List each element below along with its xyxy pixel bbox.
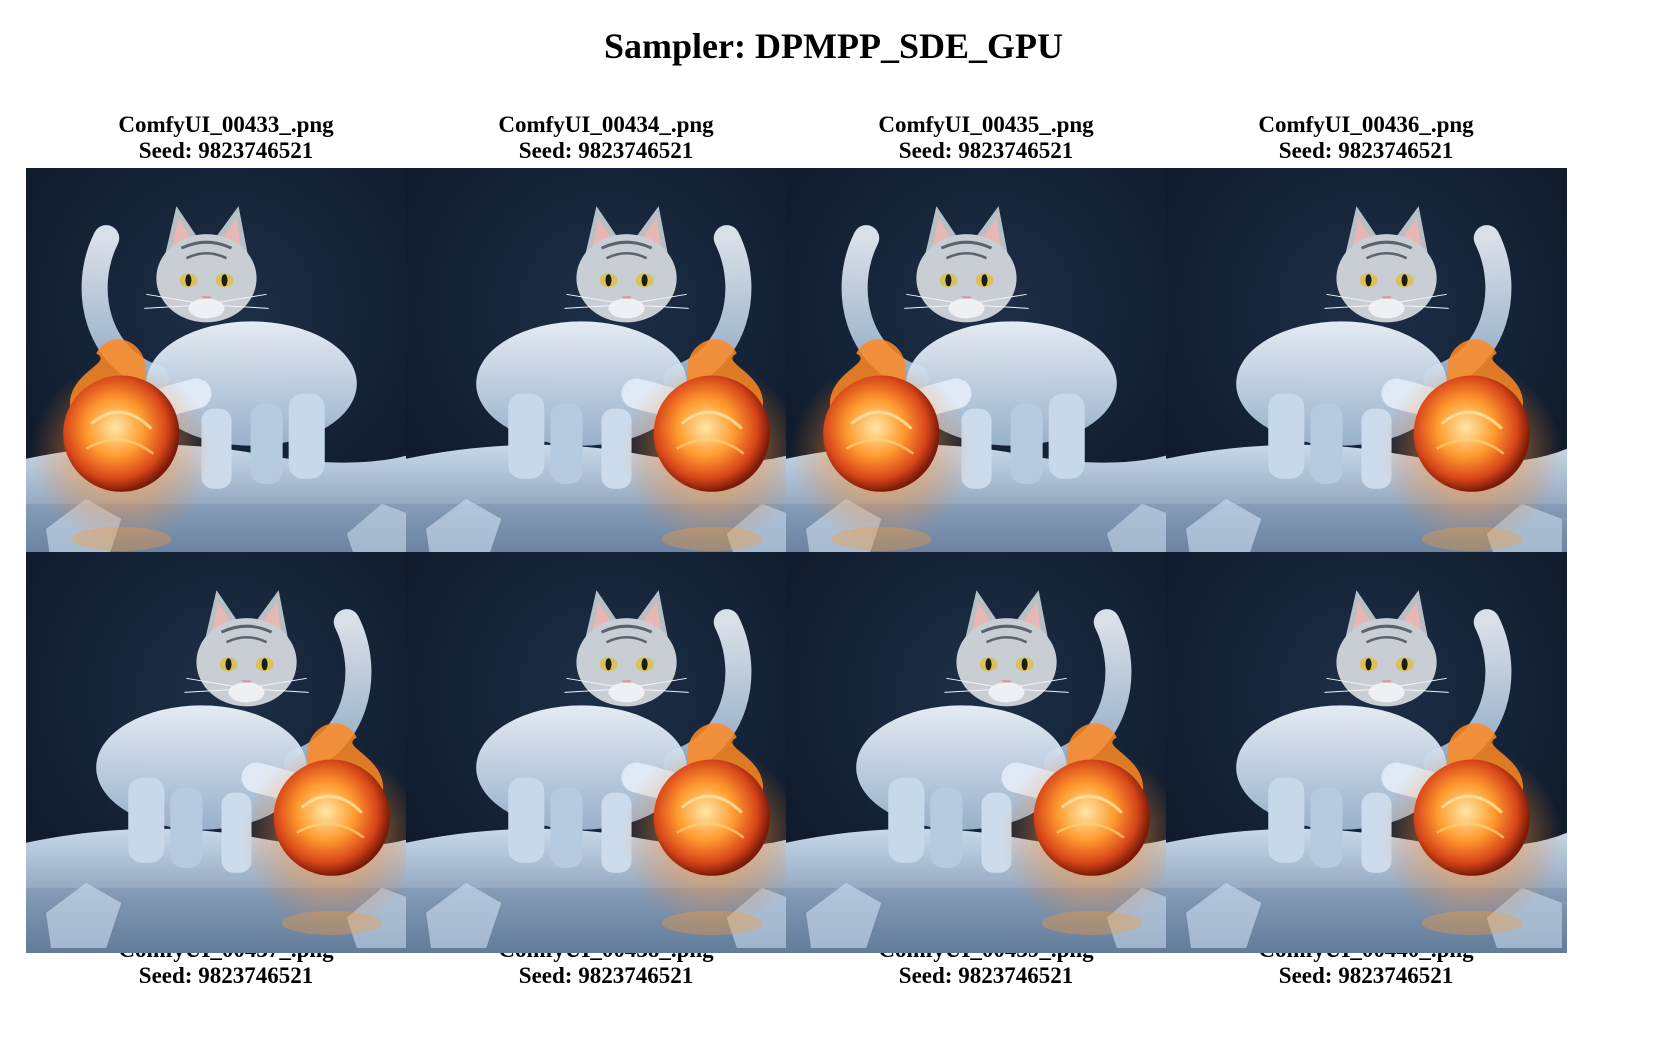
image-seed: Seed: 9823746521 [1278, 963, 1454, 988]
thumbnail-scene [406, 552, 807, 953]
image-thumbnail[interactable] [406, 552, 807, 953]
image-seed: Seed: 9823746521 [518, 138, 694, 163]
thumbnail-scene [1166, 552, 1567, 953]
image-seed: Seed: 9823746521 [518, 963, 694, 988]
thumbnail-scene [26, 552, 427, 953]
image-seed: Seed: 9823746521 [898, 963, 1074, 988]
thumbnail-scene [1166, 168, 1567, 569]
image-thumbnail[interactable] [786, 168, 1187, 569]
image-thumbnail[interactable] [26, 552, 427, 953]
image-thumbnail[interactable] [1166, 552, 1567, 953]
thumbnail-scene [406, 168, 807, 569]
thumbnail-scene [786, 552, 1187, 953]
image-thumbnail[interactable] [786, 552, 1187, 953]
image-seed: Seed: 9823746521 [138, 963, 314, 988]
image-thumbnail[interactable] [26, 168, 427, 569]
thumbnail-scene [26, 168, 427, 569]
image-filename: ComfyUI_00436_.png [1258, 112, 1474, 137]
image-filename: ComfyUI_00434_.png [498, 112, 714, 137]
image-filename: ComfyUI_00433_.png [118, 112, 334, 137]
thumbnail-scene [786, 168, 1187, 569]
image-seed: Seed: 9823746521 [1278, 138, 1454, 163]
image-seed: Seed: 9823746521 [138, 138, 314, 163]
image-filename: ComfyUI_00435_.png [878, 112, 1094, 137]
image-thumbnail[interactable] [1166, 168, 1567, 569]
page-title: Sampler: DPMPP_SDE_GPU [604, 26, 1063, 66]
image-seed: Seed: 9823746521 [898, 138, 1074, 163]
image-thumbnail[interactable] [406, 168, 807, 569]
